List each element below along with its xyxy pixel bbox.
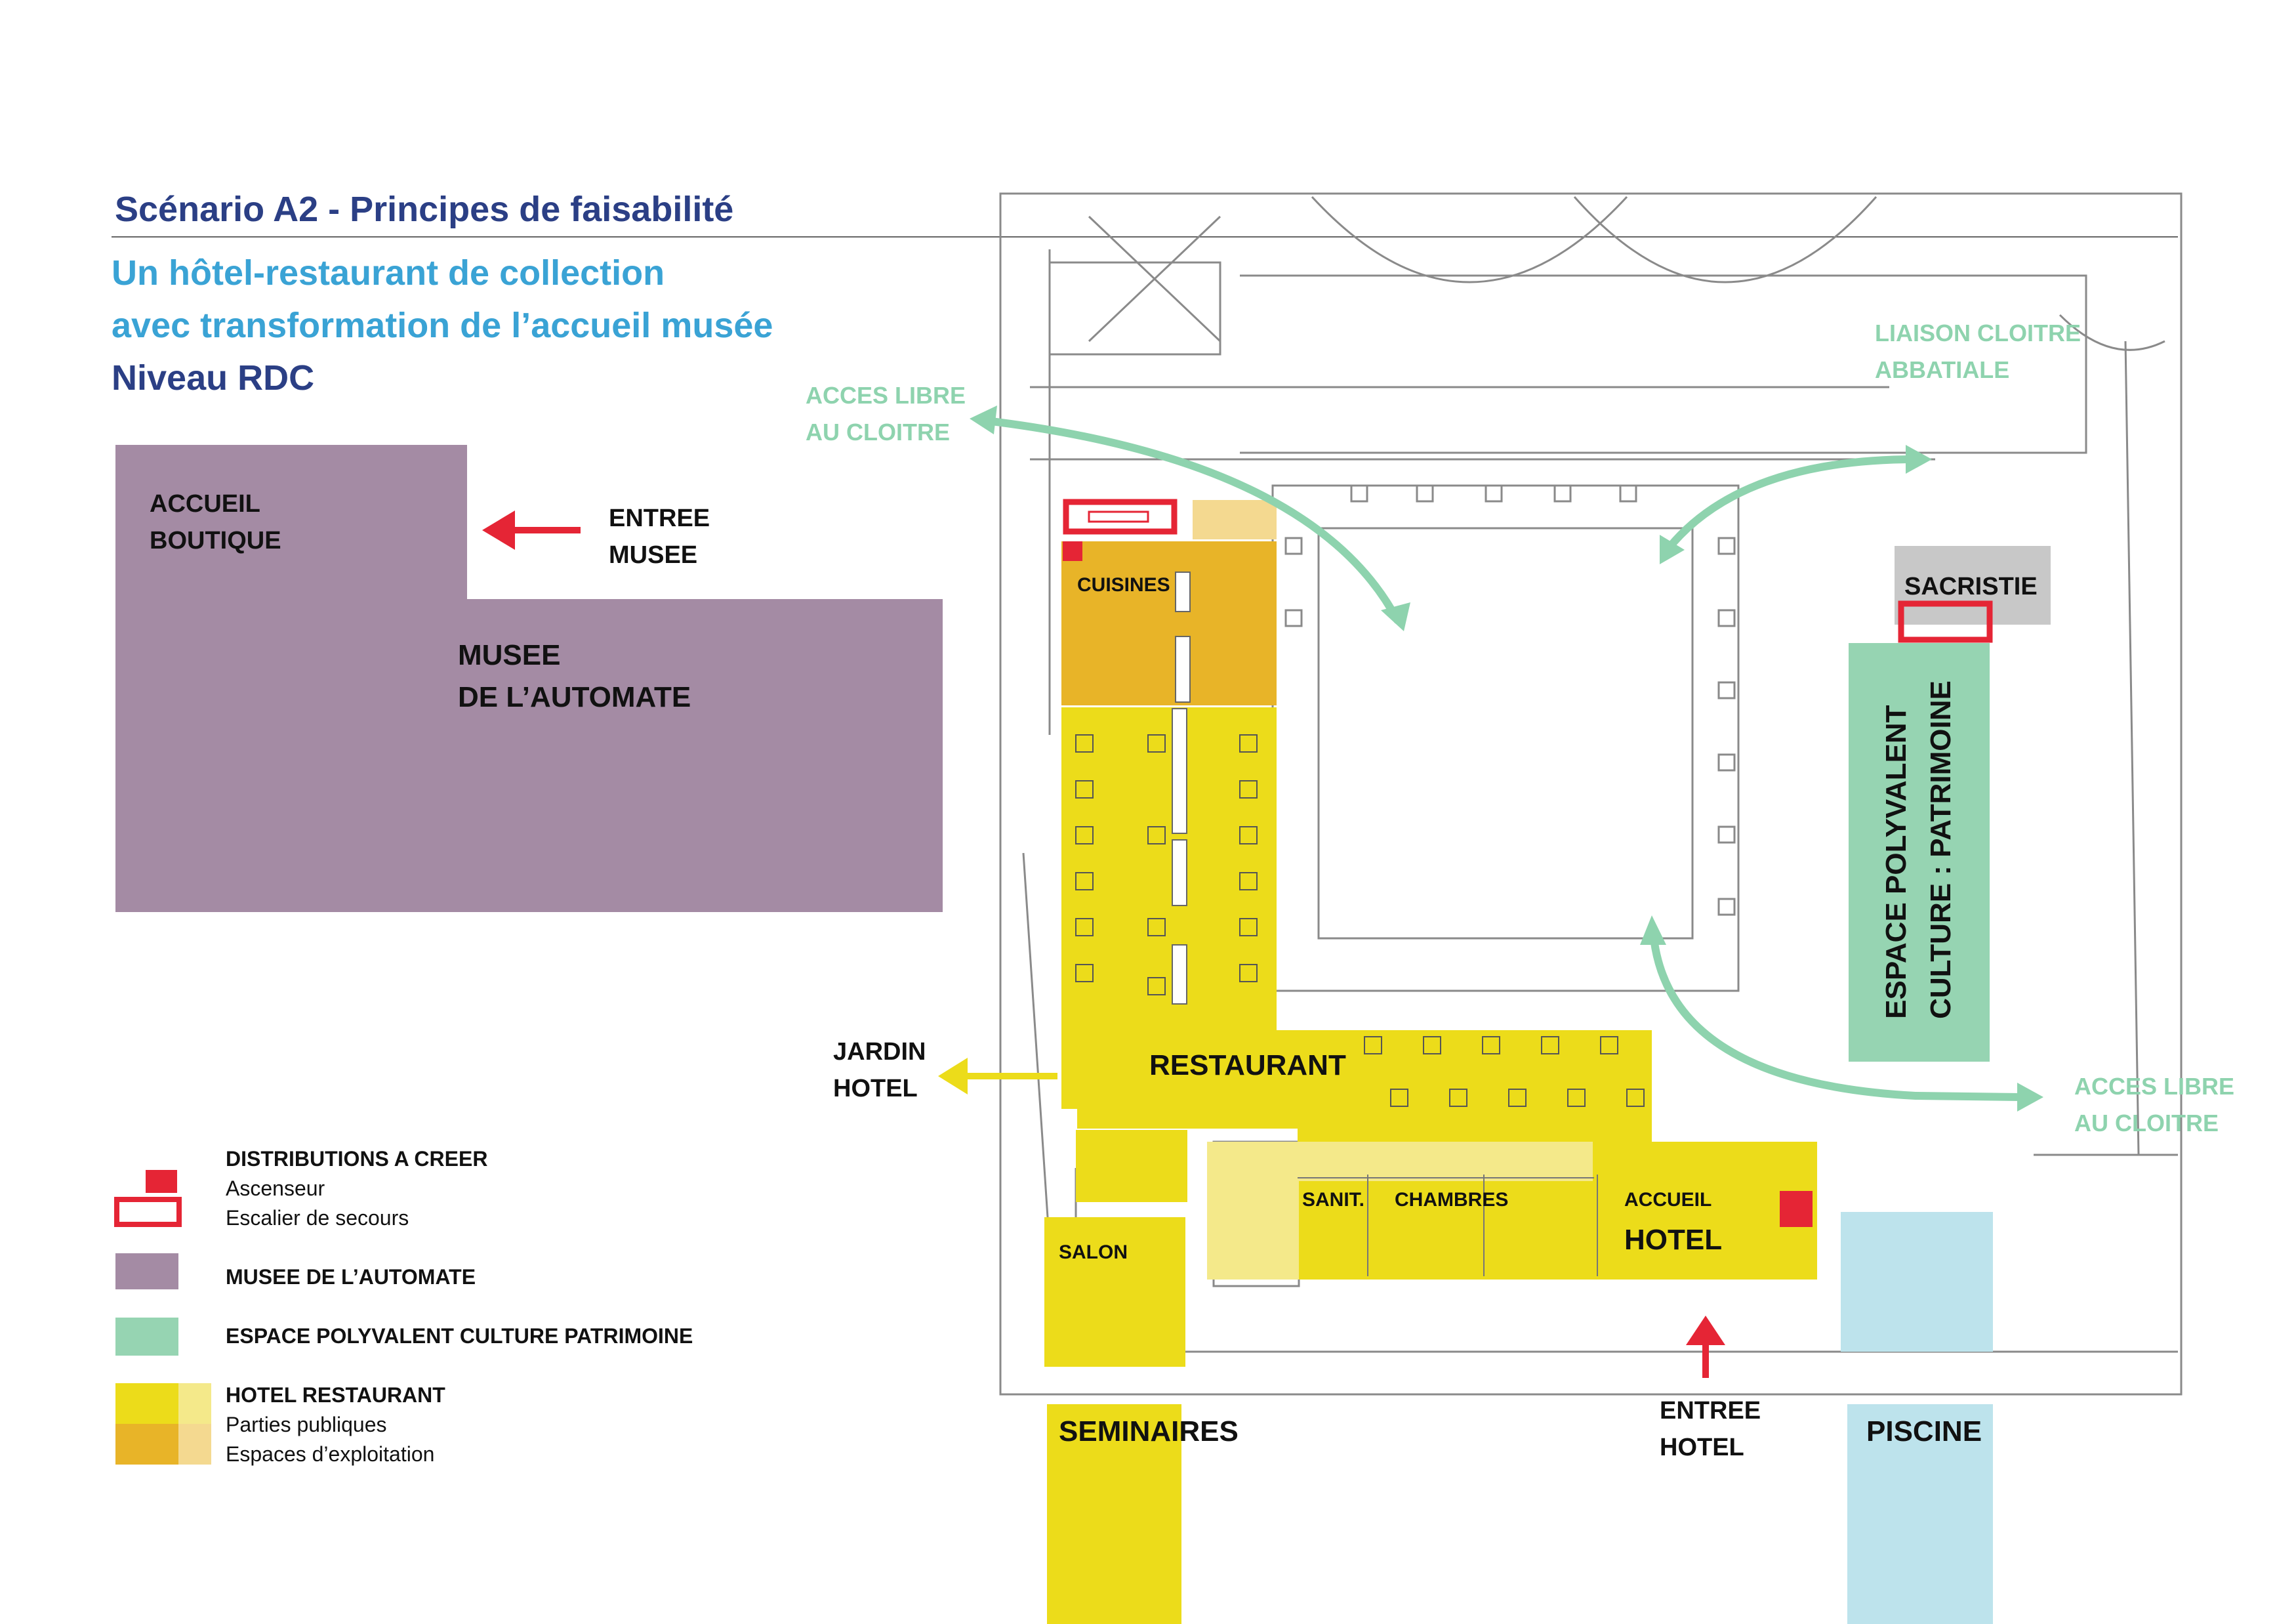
acces-libre-left-label: ACCES LIBRE AU CLOITRE bbox=[806, 382, 966, 446]
legend-espace: ESPACE POLYVALENT CULTURE PATRIMOINE bbox=[226, 1324, 693, 1348]
scenario-title: Scénario A2 - Principes de faisabilité bbox=[115, 190, 734, 229]
accueil-boutique-label: ACCUEIL BOUTIQUE bbox=[150, 490, 281, 554]
stair-zone bbox=[1207, 1142, 1299, 1280]
accueil-hotel-label: ACCUEIL bbox=[1624, 1189, 1712, 1211]
legend-escalier: Escalier de secours bbox=[226, 1206, 409, 1230]
legend-ascenseur-swatch bbox=[146, 1170, 177, 1193]
espace-zone bbox=[1849, 643, 1990, 1062]
restaurant-label: RESTAURANT bbox=[1149, 1049, 1346, 1081]
sacristie-label: SACRISTIE bbox=[1904, 573, 2038, 600]
salon-zone bbox=[1076, 1130, 1187, 1202]
legend-musee-swatch bbox=[115, 1253, 178, 1289]
musee-label: MUSEE DE L’AUTOMATE bbox=[458, 639, 691, 713]
legend-escalier-swatch bbox=[114, 1197, 182, 1227]
ascenseur-2 bbox=[1780, 1191, 1813, 1227]
chambres-label: CHAMBRES bbox=[1395, 1189, 1509, 1211]
legend-musee: MUSEE DE L’AUTOMATE bbox=[226, 1265, 476, 1289]
title-rule bbox=[112, 236, 2178, 238]
legend-distributions-title: DISTRIBUTIONS A CREER bbox=[226, 1147, 488, 1171]
entree-musee-label: ENTREE MUSEE bbox=[609, 505, 710, 569]
subtitle-line1: Un hôtel-restaurant de collection bbox=[112, 253, 665, 293]
legend-ascenseur: Ascenseur bbox=[226, 1176, 325, 1200]
legend-espace-swatch bbox=[115, 1318, 178, 1356]
escalier-secours-2 bbox=[1898, 600, 1993, 643]
acces-arrowheads bbox=[970, 406, 2043, 1112]
legend-exploit-light bbox=[178, 1424, 211, 1465]
sanit-label: SANIT. bbox=[1302, 1189, 1365, 1211]
restaurant-zone bbox=[1061, 707, 1817, 1280]
piscine-label: PISCINE bbox=[1866, 1415, 1982, 1447]
legend-espaces: Espaces d’exploitation bbox=[226, 1442, 435, 1466]
salon-label: SALON bbox=[1059, 1241, 1128, 1263]
ascenseur-1 bbox=[1063, 541, 1082, 561]
entree-musee-arrow bbox=[482, 510, 581, 550]
acces-libre-right-label: ACCES LIBRE AU CLOITRE bbox=[2074, 1073, 2235, 1136]
seminaires-label: SEMINAIRES bbox=[1059, 1415, 1239, 1447]
liaison-label: LIAISON CLOITRE ABBATIALE bbox=[1875, 320, 2081, 383]
piscine-zone bbox=[1841, 1212, 1993, 1352]
legend-hotel-light bbox=[178, 1383, 211, 1424]
cloister-pillars bbox=[1284, 484, 1736, 916]
jardin-arrow bbox=[938, 1058, 1057, 1094]
cuisines-label: CUISINES bbox=[1077, 574, 1170, 596]
piscine-block bbox=[1847, 1404, 1993, 1624]
legend-hotel-title: HOTEL RESTAURANT bbox=[226, 1383, 445, 1407]
legend-exploit-dark bbox=[115, 1424, 178, 1465]
salon-zone-2 bbox=[1044, 1217, 1185, 1367]
hotel-label: HOTEL bbox=[1624, 1224, 1723, 1256]
entree-hotel-arrow bbox=[1686, 1316, 1725, 1378]
sacristie-zone bbox=[1895, 546, 2051, 625]
escalier-secours-1 bbox=[1063, 499, 1178, 535]
legend-parties: Parties publiques bbox=[226, 1413, 387, 1436]
exploitation-light-top bbox=[1193, 500, 1277, 539]
level-label: Niveau RDC bbox=[112, 358, 315, 398]
acces-arrows bbox=[977, 416, 2024, 1101]
legend-hotel-dark bbox=[115, 1383, 178, 1424]
restaurant-tables bbox=[1075, 734, 1645, 1107]
musee-zone bbox=[115, 445, 943, 912]
subtitle-line2: avec transformation de l’accueil musée bbox=[112, 306, 773, 345]
entree-hotel-label: ENTREE HOTEL bbox=[1660, 1397, 1761, 1461]
seminaires-block bbox=[1047, 1404, 1181, 1624]
chambres-light bbox=[1298, 1142, 1593, 1181]
espace-label: ESPACE POLYVALENT CULTURE : PATRIMOINE bbox=[1880, 680, 1957, 1019]
cuisines-zone bbox=[1061, 541, 1277, 705]
jardin-hotel-label: JARDIN HOTEL bbox=[833, 1038, 926, 1102]
